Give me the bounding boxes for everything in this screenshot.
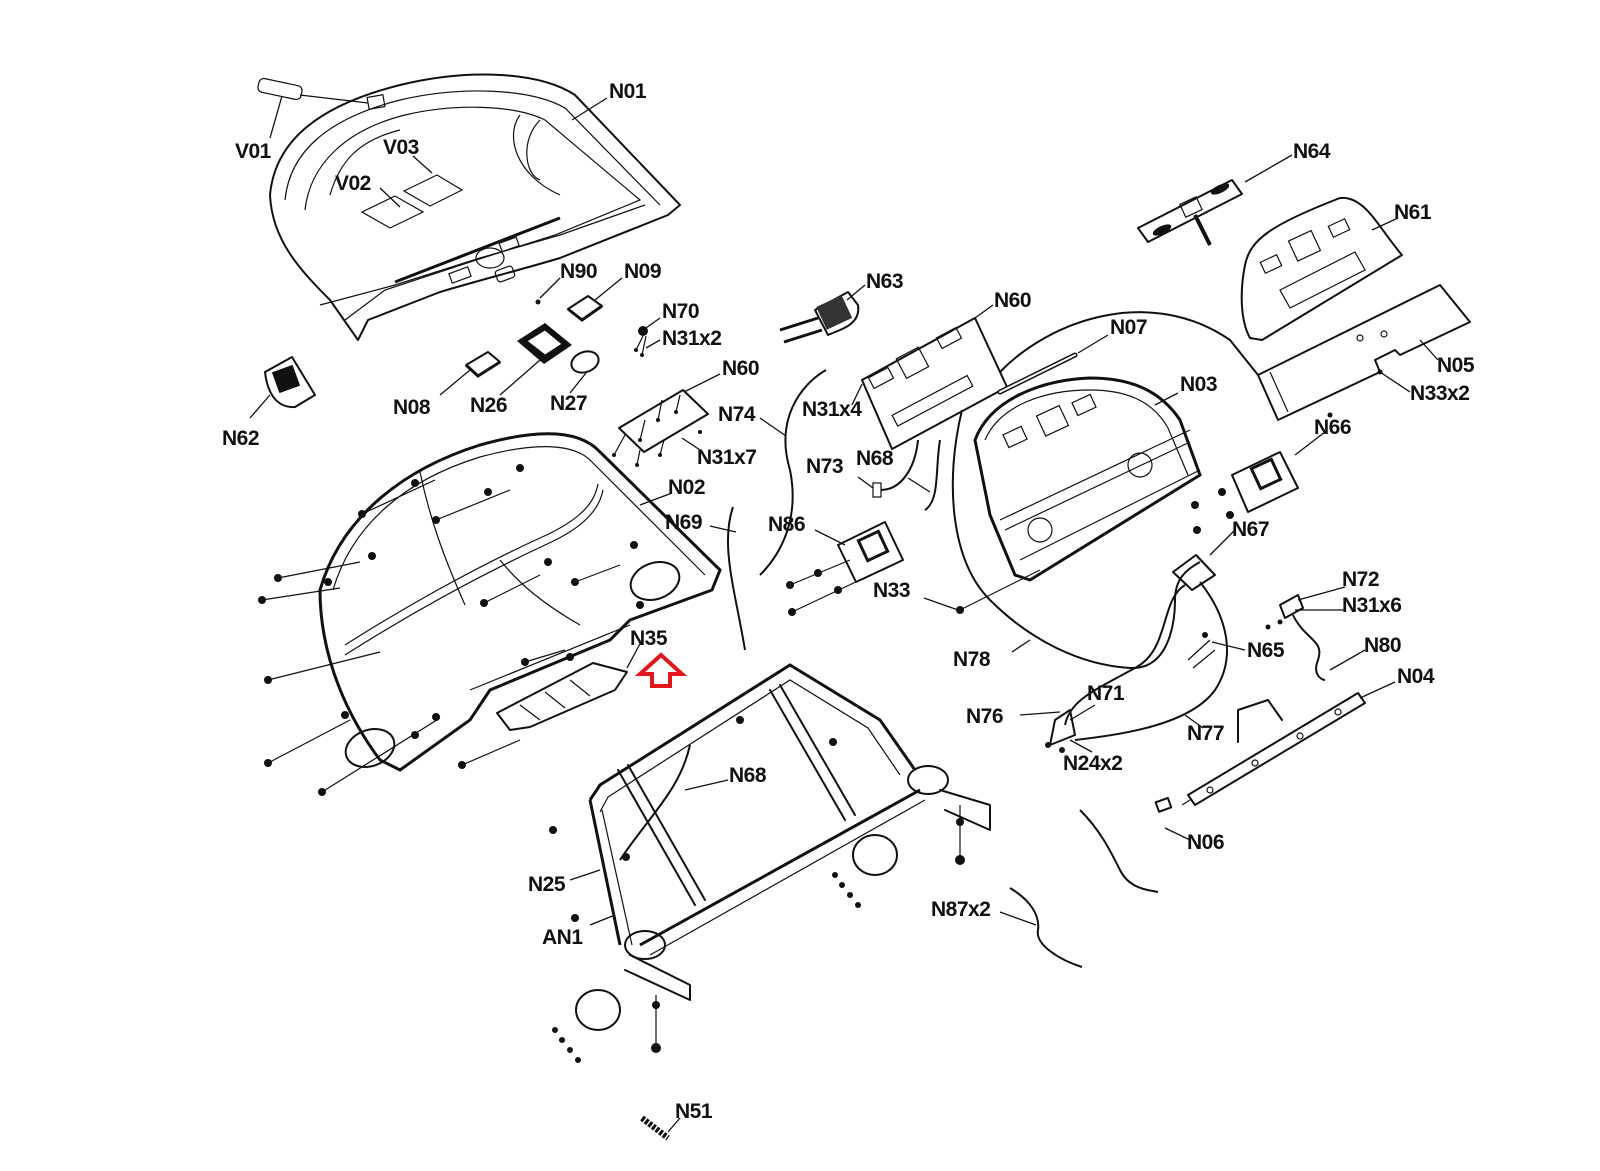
- label-n87x2: N87x2: [931, 898, 990, 921]
- part-n62-sticker: [264, 356, 316, 409]
- part-n71-bracket: [1045, 709, 1076, 753]
- label-n68-lower: N68: [729, 764, 767, 787]
- part-n51-spring: [640, 1115, 670, 1141]
- part-n90: [535, 299, 541, 305]
- part-n64: [1137, 179, 1243, 246]
- part-n26: [517, 323, 572, 364]
- part-n66-switch: [1191, 451, 1299, 534]
- part-n35-panel: [496, 662, 628, 731]
- label-n31x4: N31x4: [802, 398, 862, 421]
- label-n60-small: N60: [722, 357, 759, 380]
- part-n69-wire: [726, 506, 746, 651]
- part-n63: [779, 291, 860, 344]
- label-n60-board: N60: [994, 289, 1031, 312]
- leader-lines: [249, 95, 1439, 1133]
- label-n51: N51: [675, 1100, 713, 1123]
- part-n09: [567, 295, 603, 322]
- part-n87x2-wire: [1009, 887, 1083, 968]
- part-n04-rail: [1181, 692, 1366, 806]
- label-n33x2: N33x2: [1410, 382, 1469, 405]
- part-n06: [1154, 796, 1173, 813]
- part-an1-frame: [575, 663, 991, 1031]
- screws-n02: [258, 464, 644, 796]
- label-n68-upper: N68: [856, 447, 894, 470]
- part-n70: [634, 326, 648, 357]
- part-n27: [570, 350, 600, 374]
- label-n67: N67: [1232, 518, 1269, 541]
- part-n60-board: [861, 317, 1008, 450]
- label-n08: N08: [393, 396, 431, 419]
- label-v02: V02: [335, 172, 371, 195]
- part-n08: [464, 351, 501, 378]
- label-v03: V03: [383, 136, 419, 159]
- part-n86-switch: [786, 521, 904, 616]
- label-n62: N62: [222, 427, 259, 450]
- label-n06: N06: [1187, 831, 1224, 854]
- label-n07: N07: [1110, 316, 1147, 339]
- part-n03-housing: [973, 376, 1202, 582]
- label-n02: N02: [668, 476, 705, 499]
- part-n76-wire: [1064, 584, 1186, 726]
- label-n27: N27: [550, 392, 587, 415]
- label-n76: N76: [966, 705, 1003, 728]
- part-n67-box: [1172, 554, 1216, 591]
- part-n68-wire-upper: [880, 439, 919, 491]
- label-n33: N33: [873, 579, 910, 602]
- label-n01: N01: [609, 80, 647, 103]
- part-n80-wire: [1292, 614, 1326, 681]
- label-an1: AN1: [542, 926, 583, 949]
- label-n31x6: N31x6: [1342, 594, 1401, 617]
- label-n65: N65: [1247, 639, 1285, 662]
- label-v01: V01: [235, 140, 272, 163]
- label-n69: N69: [665, 511, 702, 534]
- label-n03: N03: [1180, 373, 1217, 396]
- up-arrow-icon: [634, 652, 688, 688]
- part-n73: [872, 482, 882, 498]
- label-n31x2: N31x2: [662, 327, 721, 350]
- part-n65-bracket: [1187, 632, 1216, 669]
- label-n09: N09: [624, 260, 661, 283]
- part-n60-bracket: [612, 389, 709, 467]
- label-n80: N80: [1364, 634, 1401, 657]
- label-n05: N05: [1437, 354, 1475, 377]
- part-n05-bracket: [1257, 284, 1471, 421]
- label-n64: N64: [1293, 140, 1331, 163]
- label-n71: N71: [1087, 682, 1125, 705]
- label-n66: N66: [1314, 416, 1351, 439]
- label-n63: N63: [866, 270, 903, 293]
- label-n74: N74: [718, 403, 756, 426]
- label-n73: N73: [806, 455, 843, 478]
- label-n78: N78: [953, 648, 991, 671]
- part-n02-shroud: [318, 432, 722, 772]
- label-n61: N61: [1394, 201, 1432, 224]
- label-n77: N77: [1187, 722, 1224, 745]
- loose-wire: [1079, 809, 1159, 893]
- part-n72: [1265, 594, 1304, 630]
- label-n35: N35: [630, 627, 668, 650]
- label-n90: N90: [560, 260, 597, 283]
- part-n61-overlay: [1240, 196, 1403, 341]
- label-n72: N72: [1342, 568, 1379, 591]
- label-n04: N04: [1397, 665, 1435, 688]
- part-n78-wire: [951, 311, 1259, 670]
- label-n86: N86: [768, 513, 805, 536]
- label-n26: N26: [470, 394, 507, 417]
- part-n74-wire: [759, 369, 827, 576]
- label-n24x2: N24x2: [1063, 752, 1122, 775]
- part-n77-wire: [1074, 581, 1228, 741]
- label-n70: N70: [662, 300, 699, 323]
- part-n01-console-cover: [257, 73, 681, 341]
- label-n31x7: N31x7: [697, 446, 756, 469]
- label-n25: N25: [528, 873, 566, 896]
